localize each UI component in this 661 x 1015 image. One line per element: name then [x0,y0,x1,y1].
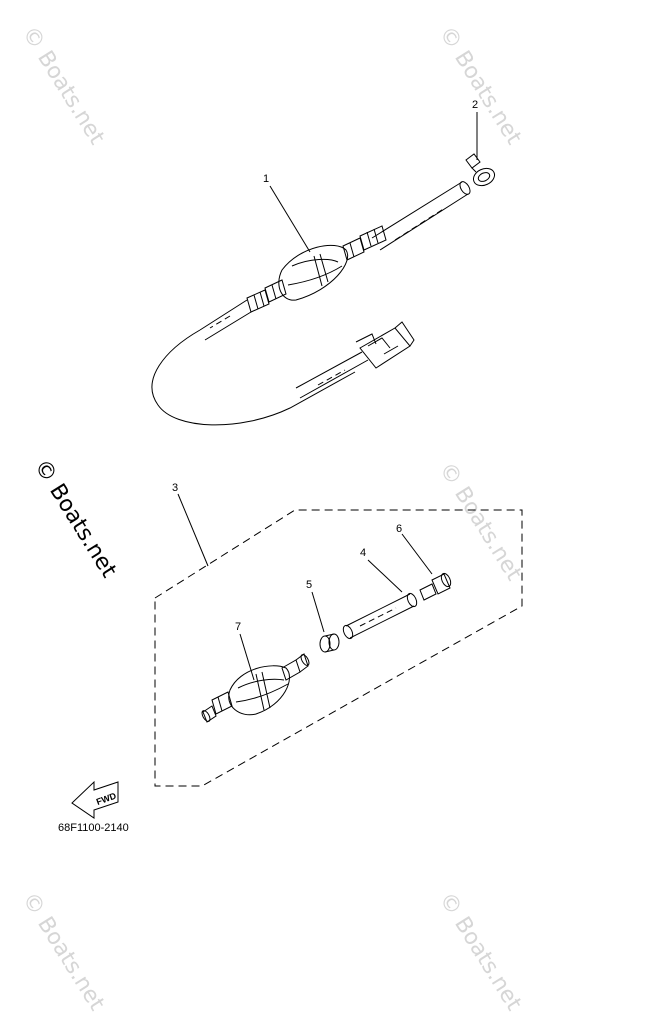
callout-4: 4 [360,547,366,559]
leader-line-1 [269,185,311,253]
fwd-arrow-icon: FWD [71,780,119,819]
fwd-label: FWD [95,790,118,807]
parts-diagram: 1 2 3 4 5 6 7 FWD [71,99,523,819]
leader-line-6 [401,533,433,575]
callout-7: 7 [235,621,241,633]
callout-3: 3 [172,482,178,494]
callout-5: 5 [306,579,312,591]
callout-6: 6 [396,523,402,535]
fuel-hose-assembly[interactable] [151,180,472,426]
callout-2: 2 [472,99,478,111]
fitting[interactable] [419,572,453,601]
primer-bulb[interactable] [200,653,310,723]
callout-1: 1 [263,173,269,185]
leader-line-7 [239,633,255,681]
collar[interactable] [319,633,340,653]
leader-line-3 [177,493,209,567]
diagram-code: 68F1100-2140 [58,822,129,834]
tube[interactable] [341,592,418,640]
leader-line-5 [311,591,325,633]
hose-clip[interactable] [465,153,497,189]
kit-boundary [154,509,523,787]
leader-line-4 [367,559,403,593]
